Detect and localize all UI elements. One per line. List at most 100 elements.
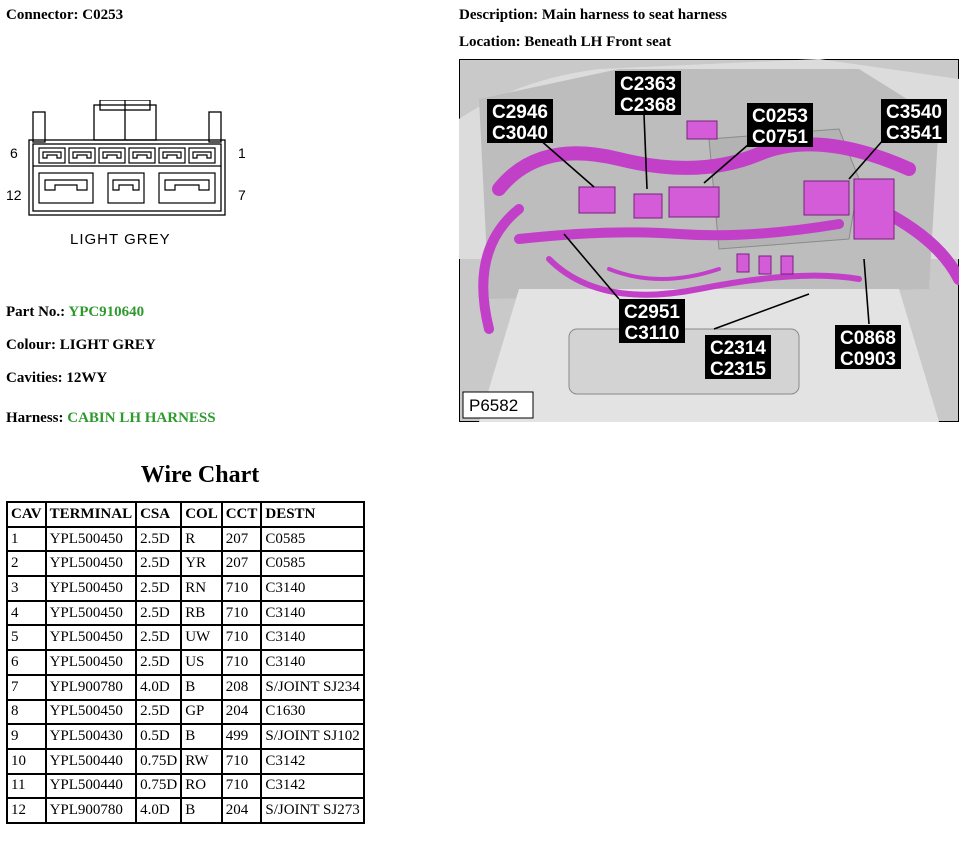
harness-line: Harness: CABIN LH HARNESS <box>6 410 216 427</box>
table-cell: 0.75D <box>137 749 181 773</box>
table-cell: C3142 <box>262 774 363 798</box>
table-cell: S/JOINT SJ273 <box>262 799 363 822</box>
connector-cavity <box>68 147 96 164</box>
connector-label: Connector: <box>6 7 79 23</box>
table-cell: 7 <box>8 675 45 699</box>
location-value: Beneath LH Front seat <box>524 34 672 50</box>
table-cell: S/JOINT SJ234 <box>262 675 363 699</box>
table-cell: 12 <box>8 799 45 822</box>
table-cell: 5 <box>8 626 45 650</box>
table-cell: 2.5D <box>137 601 181 625</box>
callout-background <box>615 71 681 115</box>
table-cell: 4.0D <box>137 799 181 822</box>
location-label: Location: <box>459 34 521 50</box>
table-cell: 4 <box>8 601 45 625</box>
harness-label: Harness: <box>6 410 64 426</box>
pin-1-label: 1 <box>238 145 246 161</box>
table-cell: YPL500440 <box>46 749 136 773</box>
table-cell: YPL500440 <box>46 774 136 798</box>
location-heading: Location: Beneath LH Front seat <box>459 34 671 51</box>
table-cell: YPL500450 <box>46 601 136 625</box>
table-cell: 2.5D <box>137 700 181 724</box>
table-cell: B <box>182 799 221 822</box>
description-label: Description: <box>459 7 539 23</box>
table-cell: YPL900780 <box>46 799 136 822</box>
table-cell: 710 <box>222 749 261 773</box>
table-cell: 1 <box>8 527 45 551</box>
table-cell: 0.75D <box>137 774 181 798</box>
table-cell: 2.5D <box>137 552 181 576</box>
callout-label: C2363 <box>620 74 676 95</box>
table-cell: R <box>182 527 221 551</box>
wire-chart-header-cell: TERMINAL <box>46 503 136 526</box>
table-cell: 2.5D <box>137 577 181 600</box>
colour-line: Colour: LIGHT GREY <box>6 337 156 354</box>
table-cell: 710 <box>222 774 261 798</box>
table-cell: YR <box>182 552 221 576</box>
cavities-label: Cavities: <box>6 370 63 386</box>
table-cell: YPL500450 <box>46 651 136 674</box>
table-cell: C3142 <box>262 749 363 773</box>
callout-label: C0751 <box>752 127 808 148</box>
connector-terminal <box>102 151 122 159</box>
connector-cavity <box>158 147 186 164</box>
table-cell: 6 <box>8 651 45 674</box>
part-number-link[interactable]: YPC910640 <box>68 304 145 320</box>
description-value: Main harness to seat harness <box>541 7 727 23</box>
table-cell: C0585 <box>262 552 363 576</box>
table-cell: 208 <box>222 675 261 699</box>
callout-label: C0253 <box>752 106 808 127</box>
table-cell: C1630 <box>262 700 363 724</box>
connector-value: C0253 <box>82 7 124 23</box>
callout-label: C2314 <box>710 338 766 359</box>
pin-12-label: 12 <box>6 187 22 203</box>
table-cell: 204 <box>222 799 261 822</box>
table-cell: YPL500450 <box>46 626 136 650</box>
table-cell: 2.5D <box>137 527 181 551</box>
table-cell: 2.5D <box>137 651 181 674</box>
table-cell: C0585 <box>262 527 363 551</box>
photo-reference: P6582 <box>469 396 518 415</box>
table-cell: B <box>182 675 221 699</box>
wire-chart-header-cell: CCT <box>222 503 261 526</box>
connector-terminal <box>162 151 182 159</box>
callout-label: C0868 <box>840 328 896 349</box>
connector-cavity <box>38 147 66 164</box>
table-cell: 3 <box>8 577 45 600</box>
table-cell: RN <box>182 577 221 600</box>
table-cell: C3140 <box>262 577 363 600</box>
part-number-label: Part No.: <box>6 304 66 320</box>
table-cell: C3140 <box>262 601 363 625</box>
wire-chart-header-cell: DESTN <box>262 503 363 526</box>
callout-label: C3110 <box>625 323 680 344</box>
callout-label: C3540 <box>886 102 942 123</box>
table-cell: 9 <box>8 725 45 748</box>
table-cell: RB <box>182 601 221 625</box>
table-cell: S/JOINT SJ102 <box>262 725 363 748</box>
table-cell: B <box>182 725 221 748</box>
table-cell: 8 <box>8 700 45 724</box>
table-cell: 207 <box>222 527 261 551</box>
table-cell: C3140 <box>262 626 363 650</box>
callout-background <box>487 99 553 143</box>
table-cell: YPL500450 <box>46 527 136 551</box>
harness-link[interactable]: CABIN LH HARNESS <box>67 410 216 426</box>
table-cell: YPL500450 <box>46 700 136 724</box>
table-cell: YPL500450 <box>46 577 136 600</box>
table-cell: 2 <box>8 552 45 576</box>
